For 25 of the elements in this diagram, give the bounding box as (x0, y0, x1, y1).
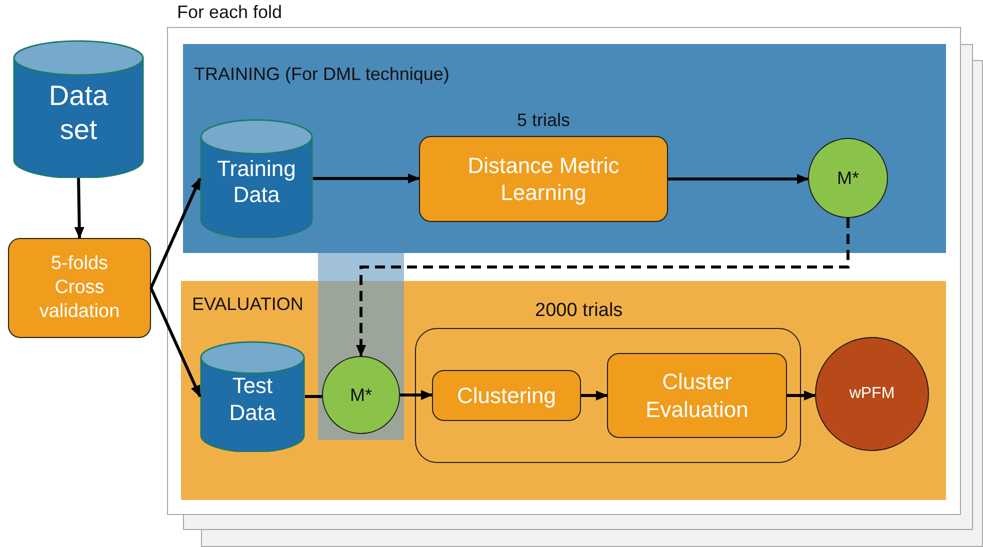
result-circle: wPFM (815, 337, 929, 451)
arrow (356, 218, 850, 357)
arrow (581, 390, 608, 400)
training-panel (183, 44, 946, 253)
panel-heading: EVALUATION (192, 294, 304, 315)
group-heading: 2000 trials (535, 300, 623, 322)
process-box: 5-folds Cross validation (8, 238, 151, 338)
arrow (668, 174, 809, 184)
process-box: Distance Metric Learning (419, 136, 668, 222)
process-box: Clustering (432, 370, 581, 421)
cylinder-label: Data set (48, 79, 110, 146)
model-circle: M* (808, 138, 888, 218)
arrow (313, 174, 420, 184)
arrow (787, 390, 816, 400)
model-circle: M* (322, 356, 400, 434)
arrow (150, 287, 202, 398)
trial-count: 5 trials (516, 110, 571, 131)
group-heading: For each fold (177, 2, 282, 23)
arrow (74, 178, 84, 239)
panel-heading: TRAINING (For DML technique) (194, 64, 450, 85)
cylinder-label: Test Data (228, 373, 277, 426)
arrow (400, 390, 433, 400)
process-box: Cluster Evaluation (607, 353, 787, 438)
arrow (150, 178, 202, 289)
cylinder-label: Training Data (216, 156, 297, 208)
